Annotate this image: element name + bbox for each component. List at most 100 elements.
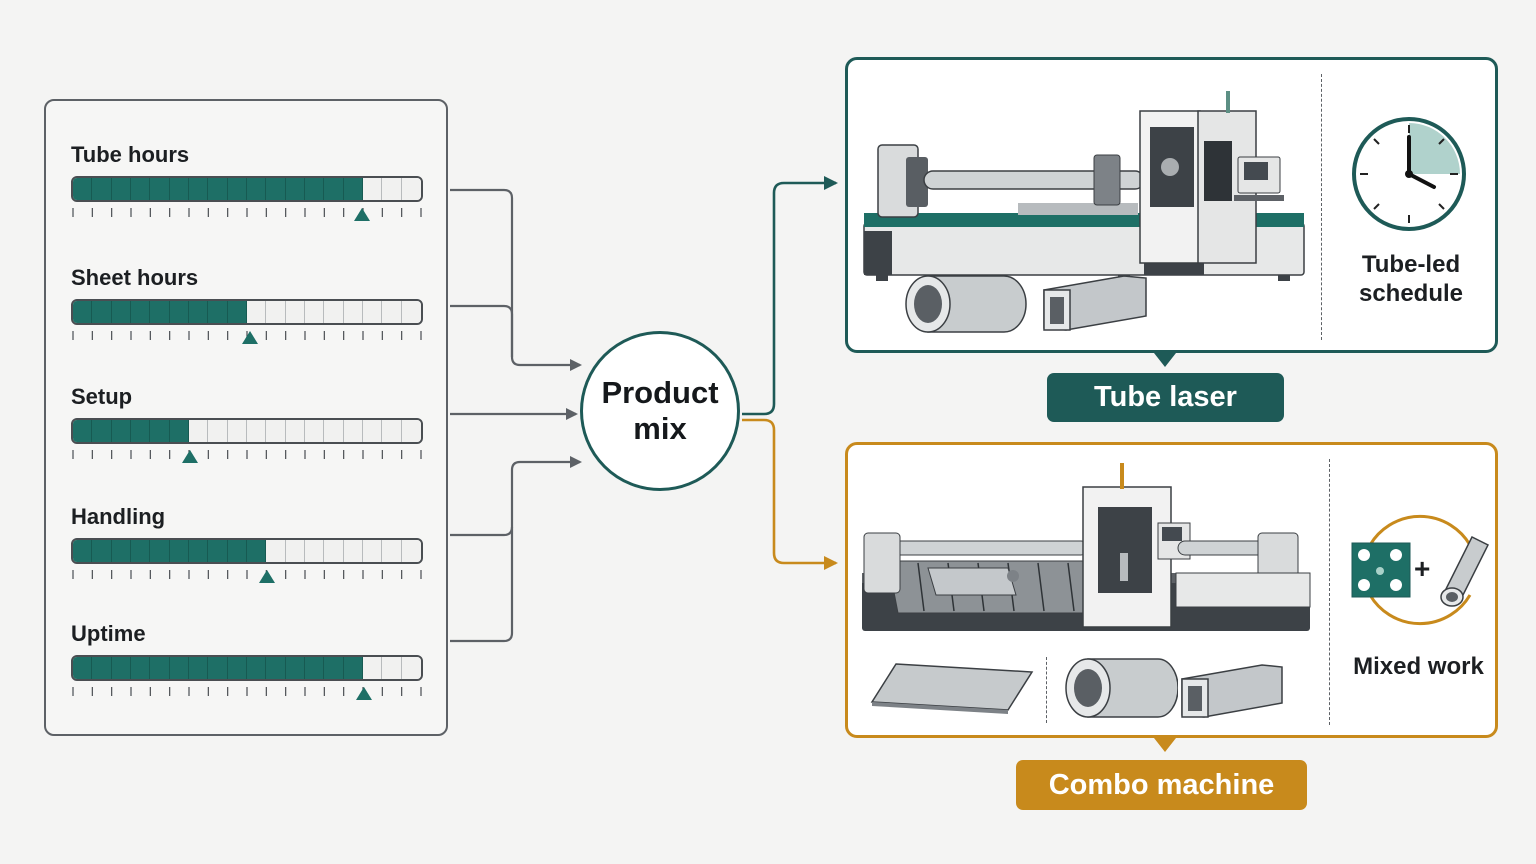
tube-side-label: Tube-led schedule (1358, 251, 1464, 307)
bar-segment (305, 657, 325, 679)
bar-segment (150, 301, 170, 323)
bar-segment (285, 420, 305, 442)
bar-segment (285, 178, 305, 200)
bar-segment (382, 301, 402, 323)
bar-segment (189, 301, 209, 323)
bar-segment (382, 657, 402, 679)
metric-marker-handling (258, 570, 275, 583)
metric-marker-setup (182, 450, 199, 463)
bar-segment (73, 178, 93, 200)
link-sheet-hours (450, 304, 514, 357)
bar-segment (382, 178, 402, 200)
metric-marker-sheet-hours (241, 331, 258, 344)
sheet-plate-icon (870, 663, 1034, 714)
combo-laser-machine-icon (862, 463, 1311, 631)
bar-segment (111, 178, 131, 200)
bar-segment (92, 657, 112, 679)
bar-segment (266, 420, 286, 442)
bar-segment (111, 540, 131, 562)
bar-segment (382, 420, 402, 442)
bar-segment (208, 178, 228, 200)
metric-label-setup: Setup (71, 384, 133, 409)
bar-segment (169, 301, 189, 323)
bar-segment (208, 420, 228, 442)
bar-segment (73, 420, 93, 442)
bar-segment (208, 540, 228, 562)
bar-segment (189, 657, 209, 679)
bar-segment (150, 178, 170, 200)
product-mix-node: Product mix (580, 331, 740, 491)
bar-segment (285, 540, 305, 562)
plate-plus-tube-icon: + (1351, 514, 1490, 626)
bar-segment (150, 420, 170, 442)
bar-segment (382, 540, 402, 562)
bar-segment (131, 657, 151, 679)
metric-label-handling: Handling (71, 504, 166, 529)
metrics-panel (44, 99, 448, 736)
tube-laser-machine-icon (863, 91, 1305, 281)
bar-segment (363, 420, 383, 442)
bar-segment (208, 301, 228, 323)
bar-segment (305, 420, 325, 442)
bar-segment (343, 301, 363, 323)
bar-segment (169, 540, 189, 562)
bar-segment (247, 301, 267, 323)
bar-segment (247, 540, 267, 562)
tube-card-divider (1321, 74, 1322, 340)
bar-segment (73, 657, 93, 679)
bar-segment (111, 657, 131, 679)
round-tube-icon (1065, 658, 1178, 718)
bar-segment (227, 301, 247, 323)
bar-segment (189, 178, 209, 200)
metric-bar-setup (71, 418, 423, 444)
bar-segment (131, 540, 151, 562)
metric-bar-tube-hours (71, 176, 423, 202)
bar-segment (247, 420, 267, 442)
bar-segment (305, 540, 325, 562)
bar-segment (111, 301, 131, 323)
bar-segment (343, 540, 363, 562)
bar-segment (247, 657, 267, 679)
bar-segment (363, 178, 383, 200)
bar-segment (169, 178, 189, 200)
bar-segment (363, 301, 383, 323)
bar-segment (363, 540, 383, 562)
bar-segment (401, 540, 421, 562)
bar-segment (131, 420, 151, 442)
tube-laser-tag: Tube laser (1047, 373, 1284, 422)
bar-segment (92, 301, 112, 323)
bar-segment (73, 540, 93, 562)
link-to-tube-laser (742, 176, 838, 416)
metric-marker-uptime (355, 687, 372, 700)
bar-segment (227, 420, 247, 442)
bar-segment (324, 301, 344, 323)
tube-laser-card: Tube-led schedule (845, 57, 1498, 353)
bar-segment (343, 657, 363, 679)
bar-segment (189, 540, 209, 562)
bar-segment (266, 178, 286, 200)
bar-segment (285, 657, 305, 679)
combo-machine-card: + Mixed work (845, 442, 1498, 738)
bar-segment (266, 301, 286, 323)
bar-segment (266, 540, 286, 562)
link-handling (450, 456, 582, 537)
link-uptime (450, 527, 514, 643)
metric-ticks-uptime (72, 687, 422, 696)
bar-segment (92, 178, 112, 200)
link-to-combo-machine (742, 418, 838, 570)
combo-machine-tag: Combo machine (1016, 760, 1307, 810)
bar-segment (324, 420, 344, 442)
square-tube-icon (1181, 664, 1283, 718)
metric-bar-handling (71, 538, 423, 564)
square-tube-icon (1043, 275, 1147, 331)
bar-segment (343, 420, 363, 442)
bar-segment (324, 540, 344, 562)
metric-bar-sheet-hours (71, 299, 423, 325)
bar-segment (247, 178, 267, 200)
bar-segment (208, 657, 228, 679)
metric-marker-tube-hours (354, 208, 371, 221)
metric-label-uptime: Uptime (71, 621, 146, 646)
round-tube-icon (905, 275, 1027, 333)
bar-segment (150, 540, 170, 562)
